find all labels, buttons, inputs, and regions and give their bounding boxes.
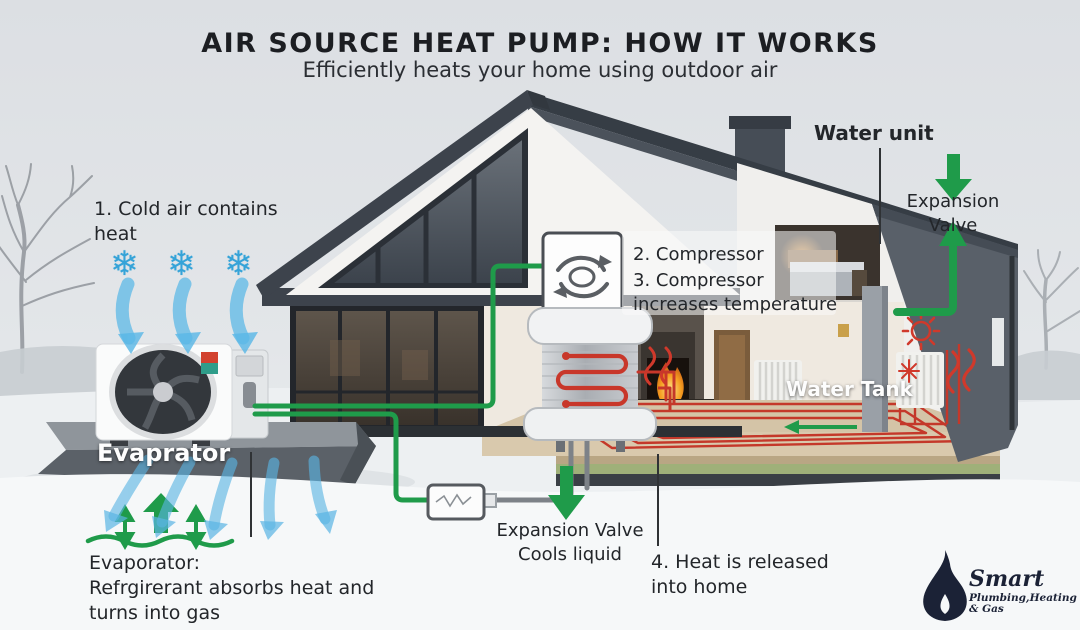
floor-insulation-layer — [556, 464, 1000, 474]
label-expansion-valve-right: Expansion Valve — [906, 191, 1000, 236]
label-water-unit: Water unit — [814, 121, 934, 145]
wall-right-dark-top — [872, 204, 1018, 258]
cold-air-arrows-top — [115, 277, 250, 345]
expansion-valve-device — [426, 483, 497, 521]
floor-flow-arrowhead — [784, 420, 799, 434]
snowflake-icon: ❄ — [224, 244, 253, 284]
arrow-down-valve-head — [548, 495, 585, 520]
energy-label — [201, 352, 218, 363]
pointer-lines — [250, 148, 881, 546]
ground-wave-line — [85, 534, 235, 548]
snowflake-icon: ❄ — [167, 244, 196, 284]
pipe-green-return — [252, 411, 433, 503]
heat-pump-unit — [95, 343, 269, 446]
roof-ridge — [527, 90, 550, 110]
slot-window — [992, 318, 1004, 366]
floor-screed-layer — [556, 456, 1000, 464]
radiator-left — [754, 360, 802, 406]
roof-left — [256, 90, 533, 299]
fan-blades — [127, 352, 200, 430]
annotation-step1: 1. Cold air contains heat — [94, 198, 278, 246]
annotation-step3: 3. Compressor increases temperature — [633, 270, 838, 315]
flame-logo-icon — [923, 550, 967, 621]
corner-column — [862, 286, 888, 432]
page-title: AIR SOURCE HEAT PUMP: HOW IT WORKS — [201, 28, 879, 59]
annotation-step4: 4. Heat is released into home — [651, 551, 829, 599]
cold-air-arrowheads-top — [118, 332, 258, 354]
conduit — [243, 382, 256, 408]
logo-name: Smart — [969, 566, 1045, 592]
arrow-down-waterunit-shaft — [947, 154, 960, 180]
compressor-label-panel — [622, 231, 836, 315]
page-subtitle: Efficiently heats your home using outdoo… — [302, 58, 778, 82]
annotation-step2: 2. Compressor — [633, 244, 764, 265]
label-water-tank: Water Tank — [786, 377, 913, 401]
pipe-green-supply — [252, 263, 548, 409]
lower-windows — [290, 306, 484, 430]
snowflake-icon: ❄ — [110, 244, 139, 284]
compressor-box — [541, 231, 624, 320]
wall-right-dark — [872, 204, 1018, 462]
logo-tagline: Plumbing,Heating & Gas — [969, 592, 1077, 615]
deck-base — [284, 426, 742, 437]
water-tank-unit — [523, 307, 668, 452]
arrow-down-valve-shaft — [560, 466, 573, 496]
annotation-evaporator-note: Evaporator: Refrgirerant absorbs heat an… — [89, 552, 375, 625]
tank-heating-coil — [555, 353, 668, 407]
arrow-up-expansion — [939, 221, 967, 246]
arrow-down-waterunit-head — [935, 179, 972, 201]
wall-sconce — [838, 324, 849, 337]
label-expansion-valve-cools: Expansion Valve Cools liquid — [496, 520, 644, 565]
cold-air-arrowheads-bottom — [104, 510, 337, 540]
heat-symbols-wall — [898, 311, 976, 394]
pipe-green-right — [893, 240, 957, 316]
label-evaprator: Evaprator — [97, 439, 231, 467]
